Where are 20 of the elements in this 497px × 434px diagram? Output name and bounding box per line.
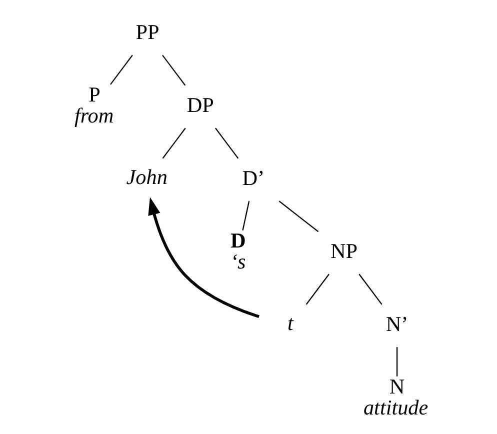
- node-text: DP: [186, 93, 214, 118]
- connector: [110, 54, 132, 85]
- node-text: P from: [74, 82, 114, 128]
- node-text: D ‘s: [230, 228, 246, 274]
- connector: [396, 347, 398, 376]
- connector: [162, 54, 186, 86]
- node-text: NP: [330, 239, 358, 264]
- connector: [162, 128, 186, 159]
- node-text: N’: [385, 312, 408, 336]
- connector: [278, 200, 318, 232]
- node-text: John: [126, 164, 167, 189]
- connector: [214, 128, 238, 159]
- connector: [305, 274, 329, 305]
- connector: [358, 274, 382, 305]
- node-text: N attitude: [362, 374, 428, 420]
- node-text: D’: [242, 166, 264, 190]
- node-text: t: [287, 310, 293, 335]
- node-text: PP: [135, 20, 159, 44]
- connector: [242, 201, 250, 231]
- arrow: [148, 197, 259, 318]
